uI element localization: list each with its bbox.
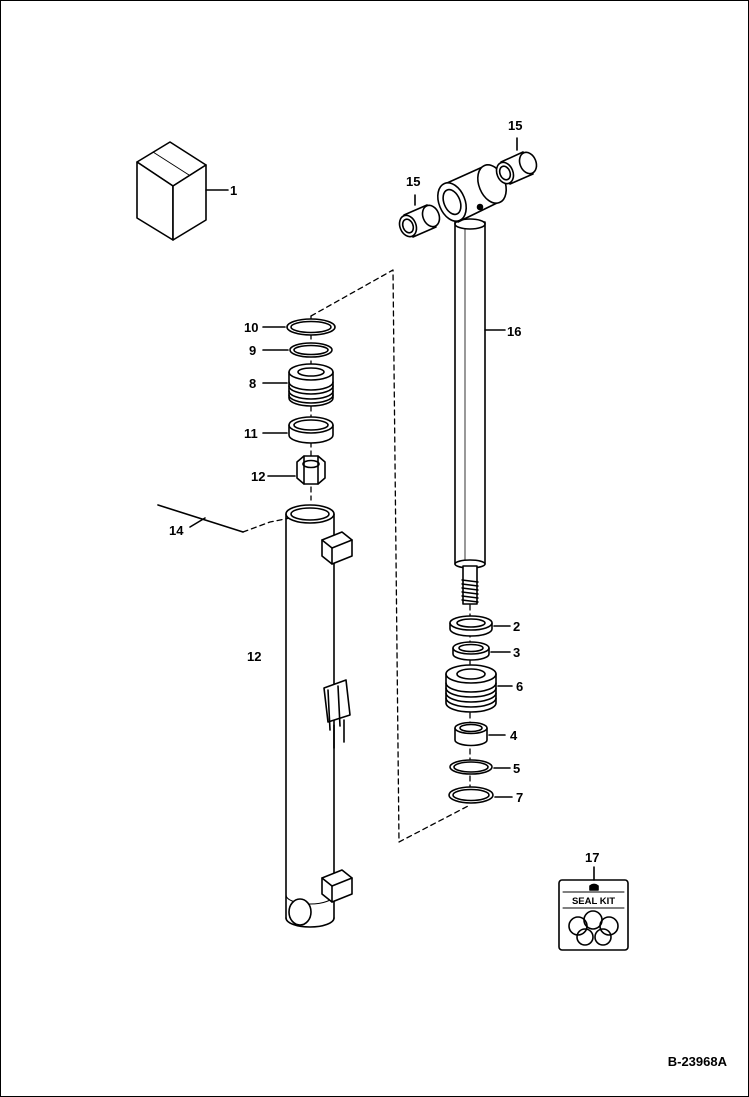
cylinder-barrel[interactable]: [285, 504, 353, 928]
callout-2: 2: [513, 619, 520, 634]
callout-4: 4: [510, 728, 518, 743]
part-11-wear-ring[interactable]: [262, 416, 334, 444]
drawing-number: B-23968A: [667, 1054, 727, 1069]
callout-9: 9: [249, 343, 256, 358]
seal-kit-label: SEAL KIT: [572, 896, 615, 907]
callout-5: 5: [513, 761, 520, 776]
part-15-bushing-left[interactable]: [396, 194, 442, 239]
part-7-backup-ring[interactable]: [448, 786, 513, 804]
callout-12-nut: 12: [251, 469, 265, 484]
callout-15-right: 15: [508, 118, 522, 133]
callout-labels: 1 2 3 4 5 6 7 8 9 10 11 12 12 14 15 15 1…: [169, 118, 615, 907]
callout-14: 14: [169, 523, 184, 538]
part-16-piston-rod[interactable]: [432, 161, 511, 605]
part-4-spacer[interactable]: [454, 721, 506, 747]
callout-6: 6: [516, 679, 523, 694]
part-8-cylinder-head[interactable]: [262, 363, 334, 407]
part-3-seal[interactable]: [452, 641, 511, 661]
callout-17: 17: [585, 850, 599, 865]
part-15-bushing-right[interactable]: [493, 137, 539, 186]
part-1-cylinder-assembly-box[interactable]: [136, 141, 229, 241]
callout-7: 7: [516, 790, 523, 805]
callout-8: 8: [249, 376, 256, 391]
part-5-o-ring[interactable]: [449, 759, 511, 775]
part-14-leader: [157, 504, 244, 533]
callout-16: 16: [507, 324, 521, 339]
callout-10: 10: [244, 320, 258, 335]
callout-3: 3: [513, 645, 520, 660]
part-6-piston[interactable]: [445, 664, 513, 713]
part-2-seal[interactable]: [449, 615, 511, 637]
callout-15-left: 15: [406, 174, 420, 189]
part-10-o-ring[interactable]: [262, 318, 336, 336]
callout-11: 11: [244, 426, 258, 441]
part-9-seal-ring[interactable]: [262, 342, 333, 358]
part-17-seal-kit[interactable]: [558, 866, 629, 951]
assembly-dashed-path: [242, 269, 471, 843]
callout-1: 1: [230, 183, 237, 198]
part-12-nut[interactable]: [267, 455, 326, 485]
callout-12-barrel: 12: [247, 649, 261, 664]
